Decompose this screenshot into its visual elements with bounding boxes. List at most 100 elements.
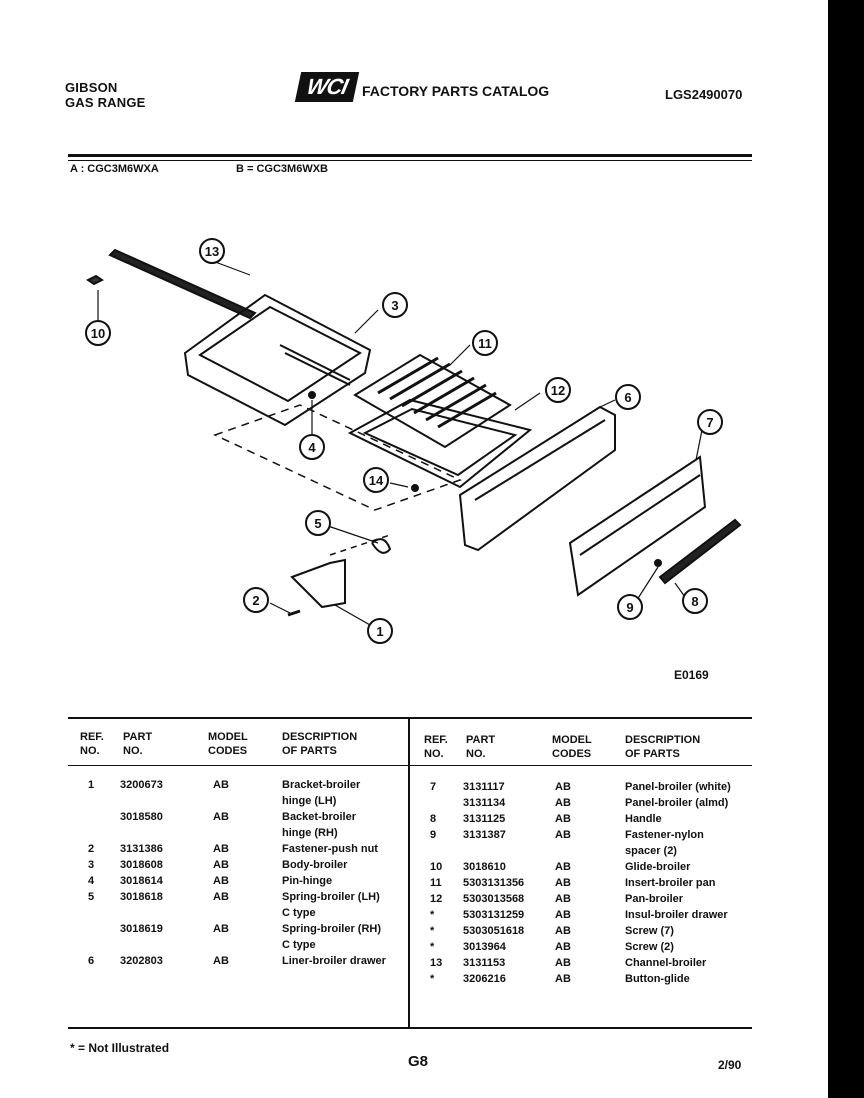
row-part: 3013964: [463, 941, 506, 953]
svg-text:10: 10: [91, 326, 105, 341]
header-rule-thin: [68, 160, 752, 161]
row-part: 3018580: [120, 811, 163, 823]
row-desc: Pan-broiler: [625, 893, 684, 905]
row-part: 5303131356: [463, 877, 525, 889]
callout-8: 8: [682, 588, 708, 614]
row-desc: Insul-broiler drawer: [625, 909, 728, 921]
row-ref: 4: [88, 875, 95, 887]
row-desc: Bracket-broiler: [282, 779, 361, 791]
row-ref: 11: [430, 877, 442, 889]
row-desc: Spring-broiler (RH): [282, 923, 381, 935]
row-part: 3131387: [463, 829, 506, 841]
row-part: 3131134: [463, 797, 506, 809]
fastener-part: [411, 484, 419, 492]
row-part: 5303051618: [463, 925, 525, 937]
row-ref: 1: [88, 779, 95, 791]
channel-broiler-part: [108, 248, 257, 320]
glide-part: [86, 274, 104, 286]
table-header-rule: [68, 765, 752, 766]
row-desc: Panel-broiler (white): [625, 781, 731, 793]
row-codes: AB: [555, 781, 571, 793]
callout-6: 6: [615, 384, 641, 410]
insert-broiler-pan-part: [353, 353, 512, 449]
row-codes: AB: [555, 957, 571, 969]
callout-11: 11: [472, 330, 498, 356]
row-desc: C type: [282, 907, 316, 919]
header-ref-right: REF.NO.: [424, 734, 448, 760]
row-ref: *: [430, 909, 435, 921]
row-part: 3018608: [120, 859, 163, 871]
row-desc: Pin-hinge: [282, 875, 333, 887]
catalog-title: FACTORY PARTS CATALOG: [362, 83, 550, 99]
row-codes: AB: [555, 973, 571, 985]
callout-2: 2: [243, 587, 269, 613]
row-ref: 2: [88, 843, 95, 855]
pin-hinge-part: [308, 391, 316, 399]
row-desc: Glide-broiler: [625, 861, 691, 873]
row-ref: 12: [430, 893, 443, 905]
row-desc: Channel-broiler: [625, 957, 707, 969]
svg-text:13: 13: [205, 244, 219, 259]
row-codes: AB: [213, 923, 229, 935]
catalog-code: LGS2490070: [665, 87, 743, 102]
table-top-rule: [68, 717, 752, 719]
row-codes: AB: [213, 875, 229, 887]
revision-date: 2/90: [718, 1058, 742, 1072]
row-desc: Panel-broiler (almd): [625, 797, 729, 809]
row-ref: 8: [430, 813, 437, 825]
header-ref-left: REF.NO.: [80, 731, 104, 757]
row-part: 3200673: [120, 779, 163, 791]
exploded-parts-diagram: 13 10 3 4 11 12 6 7 14 5 2 1 9 8: [85, 238, 742, 644]
row-ref: 10: [430, 861, 443, 873]
row-desc: Fastener-nylon: [625, 829, 704, 841]
row-codes: AB: [555, 909, 571, 921]
callout-1: 1: [367, 618, 393, 644]
broiler-pan-part: [347, 398, 533, 489]
callout-4: 4: [299, 434, 325, 460]
row-part: 3018618: [120, 891, 163, 903]
row-codes: AB: [213, 811, 229, 823]
scan-edge-bar: [828, 0, 864, 1098]
svg-text:14: 14: [369, 473, 384, 488]
row-codes: AB: [555, 893, 571, 905]
row-desc: spacer (2): [625, 845, 677, 857]
header-rule-thick: [68, 154, 752, 157]
model-b: B = CGC3M6WXB: [236, 163, 328, 175]
callout-5: 5: [305, 510, 331, 536]
row-ref: *: [430, 973, 435, 985]
row-ref: 3: [88, 859, 95, 871]
callout-7: 7: [697, 409, 723, 435]
row-part: 3131153: [463, 957, 506, 969]
svg-text:5: 5: [314, 516, 321, 531]
callout-12: 12: [545, 377, 571, 403]
row-ref: 6: [88, 955, 95, 967]
model-a: A : CGC3M6WXA: [70, 163, 159, 175]
row-part: 5303131259: [463, 909, 525, 921]
row-codes: AB: [555, 861, 571, 873]
row-part: 3202803: [120, 955, 163, 967]
row-desc: Spring-broiler (LH): [282, 891, 380, 903]
logo-text: WCI: [304, 74, 350, 99]
row-desc: Screw (2): [625, 941, 674, 953]
row-ref: 7: [430, 781, 437, 793]
callout-14: 14: [363, 467, 389, 493]
row-desc: Insert-broiler pan: [625, 877, 716, 889]
row-codes: AB: [555, 877, 571, 889]
callout-9: 9: [617, 594, 643, 620]
row-desc: C type: [282, 939, 316, 951]
row-codes: AB: [555, 925, 571, 937]
spring-part: [371, 538, 392, 554]
row-desc: Body-broiler: [282, 859, 348, 871]
callout-13: 13: [199, 238, 225, 264]
row-part: 3131386: [120, 843, 163, 855]
svg-text:12: 12: [551, 383, 565, 398]
row-part: 3018619: [120, 923, 163, 935]
wci-logo: WCI: [294, 72, 360, 102]
not-illustrated-note: * = Not Illustrated: [70, 1041, 170, 1055]
row-desc: Fastener-push nut: [282, 843, 378, 855]
row-part: 3018610: [463, 861, 506, 873]
